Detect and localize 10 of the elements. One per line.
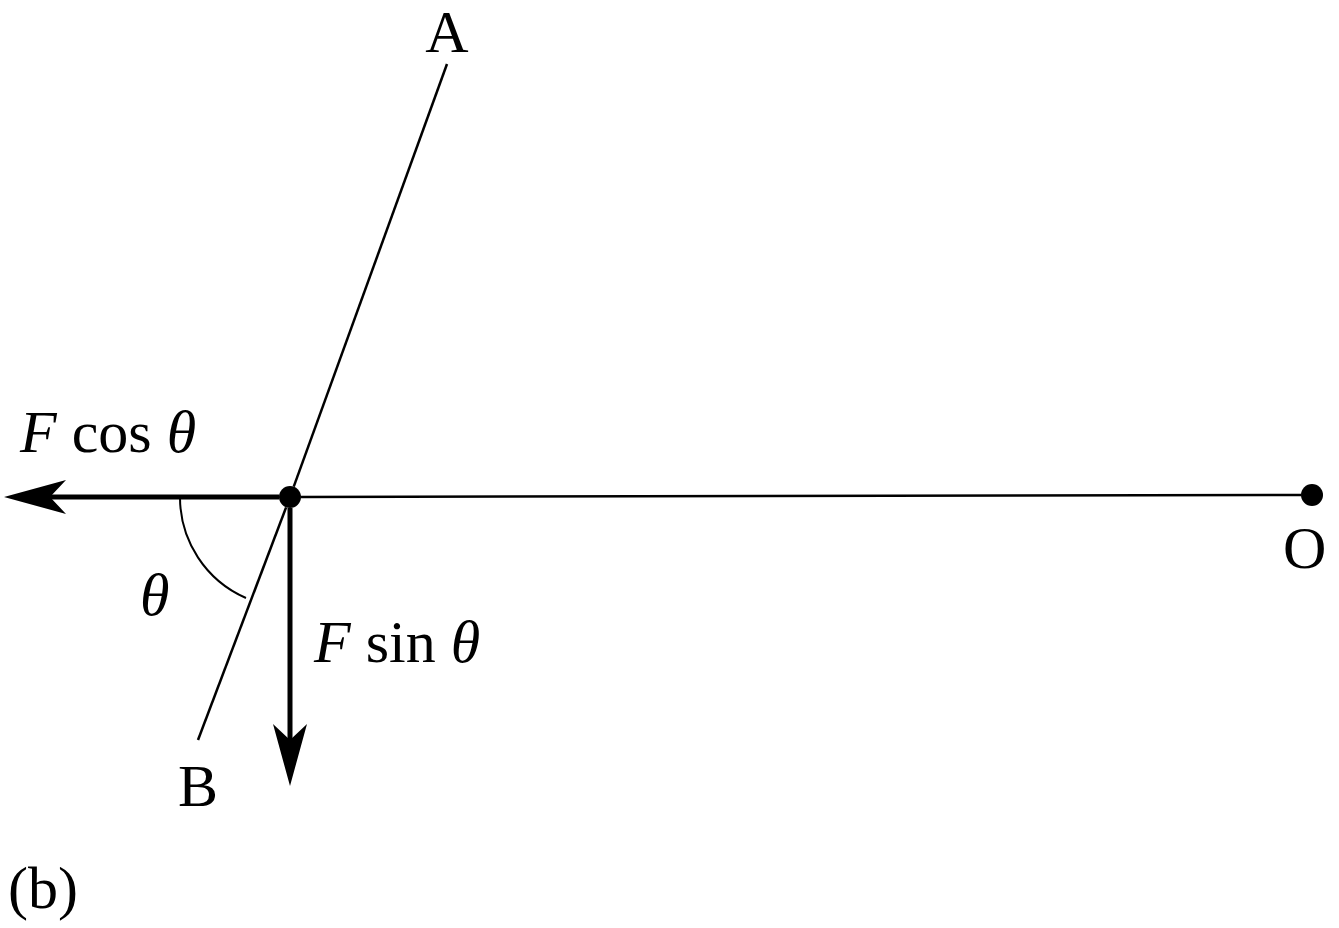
force-arrow — [273, 508, 307, 786]
point-dot — [279, 486, 301, 508]
point-label: A — [425, 2, 469, 62]
line — [196, 506, 288, 741]
point-label: O — [1283, 518, 1327, 578]
point-label: B — [178, 756, 218, 816]
line — [292, 63, 449, 488]
line — [301, 493, 1301, 499]
angle-label: θ — [140, 565, 170, 625]
force-arrow — [4, 480, 279, 514]
